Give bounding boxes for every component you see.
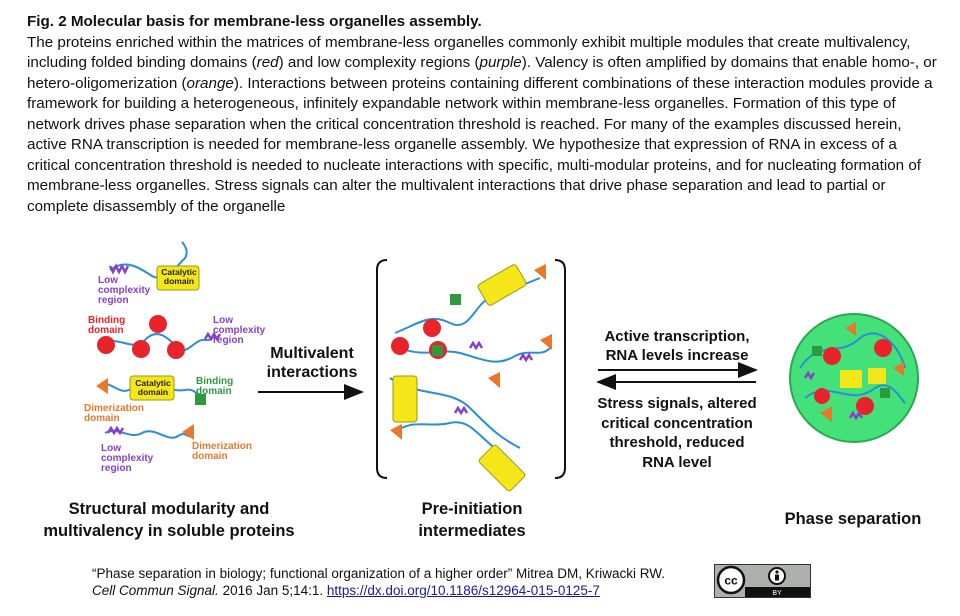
caption-red-word: red — [256, 54, 279, 71]
reverse-line4: RNA level — [642, 453, 712, 471]
caption-text-1: The proteins enriched within the matrice… — [27, 33, 911, 72]
protein-lowcomplexity-catalytic — [108, 241, 200, 291]
label-binding-domain: Binding domain — [88, 315, 126, 336]
caption-purple-word: purple — [479, 54, 522, 71]
figure-drawing — [96, 241, 919, 492]
reverse-label: Stress signals, altered critical concent… — [586, 394, 768, 472]
reverse-line1: Stress signals, altered — [597, 395, 757, 412]
label-dimerization-1: Dimerization domain — [84, 403, 145, 424]
label-dimerization-2: Dimerization domain — [192, 441, 253, 462]
cc-text: cc — [724, 574, 738, 588]
multivalent-line1: Multivalent — [270, 345, 354, 362]
caption-orange-word: orange — [186, 74, 234, 92]
person-icon — [775, 570, 779, 574]
caption-text-2: ) and low complexity regions ( — [278, 54, 480, 71]
caption-text-3: ). Valency is often amplified by domains… — [27, 54, 937, 92]
left-panel-line2: multivalency in soluble proteins — [43, 522, 295, 540]
middle-panel-line1: Pre-initiation — [421, 500, 523, 518]
cc-badge-drawing: cc BY — [715, 565, 810, 597]
label-catalytic-2: Catalytic domain — [135, 378, 171, 397]
protein-lowcomplexity-dimerization — [104, 424, 194, 440]
pre-initiation-network — [389, 264, 552, 492]
forward-label: Active transcription, RNA levels increas… — [598, 327, 756, 365]
reverse-line3: threshold, reduced — [609, 434, 745, 451]
label-binding-domain-green: Binding domain — [196, 376, 234, 397]
citation-journal: Cell Commun Signal. — [92, 583, 219, 598]
by-text: BY — [772, 590, 782, 597]
right-panel-label: Phase separation — [784, 510, 922, 528]
label-low-complexity-3: Low complexity region — [101, 443, 154, 474]
label-low-complexity-1: Low complexity region — [98, 275, 151, 306]
forward-line2: RNA levels increase — [605, 347, 749, 364]
protein-catalytic-dimerization — [96, 375, 206, 405]
citation-details: 2016 Jan 5;14:1. — [218, 583, 327, 598]
label-catalytic-1: Catalytic domain — [161, 267, 197, 286]
left-bracket — [376, 259, 388, 479]
multivalent-label: Multivalent interactions — [262, 344, 362, 382]
phase-separated-droplet — [789, 313, 919, 443]
middle-panel-label: Pre-initiation intermediates — [390, 498, 554, 542]
caption-text-4: ). Interactions between proteins contain… — [27, 74, 933, 215]
cc-by-license-badge[interactable]: cc BY — [714, 564, 811, 598]
citation-line1: “Phase separation in biology; functional… — [92, 566, 666, 581]
protein-binding-domains — [97, 315, 222, 359]
reverse-line2: critical concentration — [601, 414, 753, 432]
forward-line1: Active transcription, — [604, 328, 750, 345]
left-panel-label: Structural modularity and multivalency i… — [24, 498, 314, 542]
label-low-complexity-2: Low complexity region — [213, 315, 266, 346]
caption-title: Fig. 2 Molecular basis for membrane-less… — [27, 13, 482, 30]
right-bracket — [554, 259, 566, 479]
middle-panel-line2: intermediates — [418, 522, 526, 540]
figure-diagram: Low complexity region Catalytic domain B… — [0, 228, 960, 558]
citation-doi-link[interactable]: https://dx.doi.org/10.1186/s12964-015-01… — [326, 583, 600, 598]
left-panel-line1: Structural modularity and — [68, 500, 270, 518]
multivalent-line2: interactions — [266, 364, 358, 381]
figure-caption: Fig. 2 Molecular basis for membrane-less… — [27, 12, 942, 217]
citation: “Phase separation in biology; functional… — [92, 565, 665, 599]
